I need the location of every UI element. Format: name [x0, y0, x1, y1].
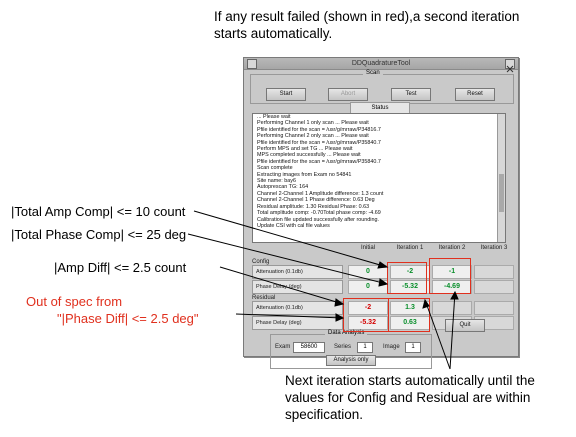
amp-diff-annotation: |Amp Diff| <= 2.5 count: [54, 260, 187, 275]
result-cell-config-atten-3: [474, 265, 514, 279]
out-of-spec-line1: Out of spec from: [26, 294, 123, 309]
window-title: DDQuadratureTool: [351, 60, 411, 67]
start-button[interactable]: Start: [266, 88, 306, 101]
status-log-line: Pfile identified for the scan = /usr/g/m…: [257, 139, 381, 146]
highlight-config-iter2: [429, 258, 471, 294]
quit-button[interactable]: Quit: [445, 319, 485, 332]
status-log-line: Perform MPS and set TG ... Please wait: [257, 146, 353, 153]
status-log-line: Total amplitude comp: -0.70Total phase c…: [257, 210, 381, 217]
status-log-line: Calibration file updated successfully af…: [257, 216, 379, 223]
data-analysis-group: Data Analysis Exam 58600 Series 1 Image …: [270, 330, 432, 369]
status-log-line: Pfile identified for the scan = /usr/g/m…: [257, 126, 381, 133]
status-log-line: Update CSI with cal file values: [257, 222, 330, 229]
status-log-line: Site name: bay6: [257, 178, 296, 185]
window-menu-icon[interactable]: [247, 59, 257, 69]
result-cell-residual-phase-0: -5.32: [348, 316, 388, 330]
close-icon[interactable]: [505, 59, 515, 73]
image-label: Image: [383, 344, 400, 350]
col-header-initial: Initial: [360, 245, 375, 251]
exam-field[interactable]: 58600: [293, 342, 325, 353]
reset-button[interactable]: Reset: [455, 88, 495, 101]
test-button[interactable]: Test: [391, 88, 431, 101]
arrowhead-amp-diff: [334, 298, 345, 307]
status-log-line: Autoprescan TG: 164: [257, 184, 309, 191]
arrowhead-out-of-spec: [335, 313, 345, 322]
highlight-residual-iter1: [388, 298, 430, 332]
residual-section-label: Residual: [252, 295, 276, 301]
status-log-line: Performing Channel 2 only scan ... Pleas…: [257, 133, 369, 140]
arrowhead-amp-comp: [377, 261, 389, 269]
status-log-line: Extracting images from Exam no 54841: [257, 171, 352, 178]
status-log-line: Scan complete: [257, 165, 293, 172]
result-cell-residual-atten-2: [432, 301, 472, 315]
window-titlebar[interactable]: DDQuadratureTool: [244, 58, 518, 73]
top-annotation: If any result failed (shown in red),a se…: [214, 9, 520, 41]
arrow-phase-comp: [187, 233, 388, 285]
amp-comp-annotation: |Total Amp Comp| <= 10 count: [11, 204, 186, 219]
arrow-out-of-spec: [235, 313, 344, 319]
result-cell-config-phase-3: [474, 280, 514, 294]
config-section-label: Config: [252, 259, 270, 265]
result-cell-residual-phase-1: 0.63: [390, 316, 430, 330]
series-label: Series: [334, 344, 352, 350]
abort-button[interactable]: Abort: [328, 88, 368, 101]
out-of-spec-line2: "|Phase Diff| <= 2.5 deg": [57, 311, 199, 326]
status-log-line: Performing Channel 1 only scan ... Pleas…: [257, 120, 369, 127]
scan-group-title: Scan: [363, 70, 383, 76]
phase-comp-annotation: |Total Phase Comp| <= 25 deg: [11, 227, 187, 242]
arrow-config: [449, 291, 456, 370]
analysis-only-button[interactable]: Analysis only: [326, 355, 376, 366]
arrow-amp-diff: [219, 266, 344, 305]
status-log-scrollbar[interactable]: [497, 114, 505, 242]
status-log-line: Channel 2-Channel 1 Phase difference: 0.…: [257, 197, 375, 204]
highlight-config-iter1: [387, 262, 427, 294]
status-log-line: MPS completed successfully ... Please wa…: [257, 152, 361, 159]
image-field[interactable]: 1: [405, 342, 421, 353]
bottom-annotation: Next iteration starts automatically unti…: [285, 373, 535, 422]
scrollbar-thumb[interactable]: [499, 174, 504, 212]
status-log-line: Pfile identified for the scan = /usr/g/m…: [257, 158, 381, 165]
arrow-amp-comp: [193, 210, 388, 268]
status-log-line: Channel 2-Channel 1 Amplitude difference…: [257, 190, 384, 197]
col-header-iteration-3: Iteration 3: [480, 245, 508, 251]
result-cell-config-atten-2: -1: [432, 265, 472, 279]
arrowhead-config: [450, 290, 459, 300]
residual-atten-label: Attenuation (0.1db): [252, 301, 343, 315]
series-field[interactable]: 1: [357, 342, 373, 353]
config-atten-label: Attenuation (0.1db): [252, 265, 343, 279]
arrow-residual: [424, 299, 451, 370]
status-log-line: Residual amplitude: 1.30 Residual Phase:…: [257, 203, 370, 210]
result-cell-residual-atten-3: [474, 301, 514, 315]
status-log-line: ... Please wait: [257, 114, 291, 120]
out-of-spec-annotation: Out of spec from "|Phase Diff| <= 2.5 de…: [26, 293, 199, 327]
result-cell-config-atten-1: -2: [390, 265, 430, 279]
data-analysis-title: Data Analysis: [325, 330, 368, 336]
ddquadrature-window: DDQuadratureTool Scan Start Abort Test R…: [243, 57, 519, 369]
exam-label: Exam: [275, 344, 291, 350]
result-cell-residual-atten-0: -2: [348, 301, 388, 315]
col-header-iteration-1: Iteration 1: [396, 245, 424, 251]
arrowhead-residual: [422, 298, 430, 309]
col-header-iteration-2: Iteration 2: [438, 245, 466, 251]
arrowhead-phase-comp: [378, 278, 389, 287]
